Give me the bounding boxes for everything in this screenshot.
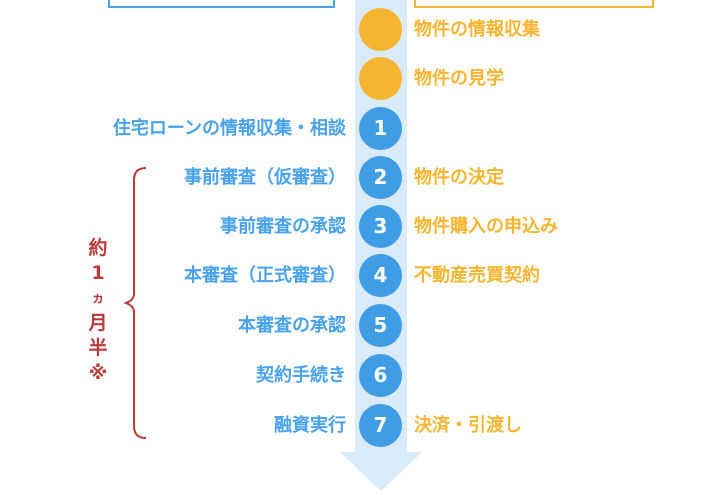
- timeline-arrow-icon: [340, 452, 422, 491]
- step-circle: [359, 57, 402, 100]
- step-circle: [359, 8, 402, 51]
- step-circle: 1: [359, 107, 402, 150]
- step-row: 物件の情報収集: [0, 8, 720, 51]
- property-step-label: 物件の情報収集: [414, 19, 540, 40]
- step-circle: 7: [359, 404, 402, 447]
- period-brace: [123, 167, 147, 439]
- step-row: 契約手続き 6: [0, 354, 720, 397]
- step-circle: 2: [359, 156, 402, 199]
- loan-step-label: 住宅ローンの情報収集・相談: [112, 118, 346, 139]
- step-row: 融資実行 7 決済・引渡し: [0, 404, 720, 447]
- step-row: 本審査の承認 5: [0, 304, 720, 347]
- step-circle: 3: [359, 205, 402, 248]
- property-step-label: 決済・引渡し: [414, 415, 522, 436]
- step-row: 事前審査の承認 3 物件購入の申込み: [0, 205, 720, 248]
- step-row: 住宅ローンの情報収集・相談 1: [0, 107, 720, 150]
- loan-step-label: 事前審査の承認: [220, 216, 346, 237]
- step-circle: 6: [359, 354, 402, 397]
- loan-step-label: 融資実行: [274, 415, 346, 436]
- property-step-label: 物件購入の申込み: [414, 216, 558, 237]
- property-step-label: 不動産売買契約: [414, 265, 540, 286]
- step-circle: 4: [359, 254, 402, 297]
- loan-step-label: 事前審査（仮審査）: [184, 167, 346, 188]
- loan-header-box: [108, 0, 335, 8]
- loan-step-label: 本審査の承認: [238, 315, 346, 336]
- loan-step-label: 本審査（正式審査）: [184, 265, 346, 286]
- step-row: 事前審査（仮審査） 2 物件の決定: [0, 156, 720, 199]
- step-circle: 5: [359, 304, 402, 347]
- period-label: 約 1 ヵ 月 半 ※: [88, 237, 108, 384]
- step-row: 物件の見学: [0, 57, 720, 100]
- property-step-label: 物件の見学: [414, 68, 504, 89]
- property-step-label: 物件の決定: [414, 167, 504, 188]
- property-header-box: [414, 0, 654, 8]
- step-row: 本審査（正式審査） 4 不動産売買契約: [0, 254, 720, 297]
- loan-step-label: 契約手続き: [256, 365, 346, 386]
